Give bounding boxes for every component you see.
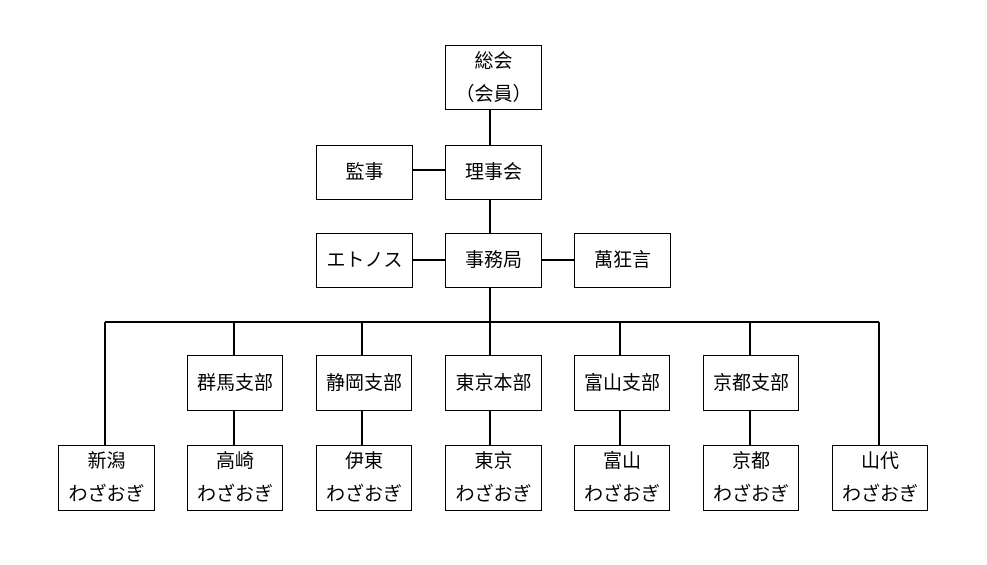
board-label: 理事会 bbox=[464, 161, 522, 183]
auditor-label: 監事 bbox=[345, 161, 384, 183]
auditor-box: 監事 bbox=[316, 145, 413, 200]
general-assembly-box: 総会 （会員） bbox=[445, 45, 542, 110]
general-assembly-sublabel: （会員） bbox=[455, 82, 532, 105]
group-kyoto-box: 京都 わざおぎ bbox=[703, 445, 799, 511]
mankyogen-box: 萬狂言 bbox=[574, 233, 671, 288]
branch-shizuoka-label: 静岡支部 bbox=[325, 371, 402, 394]
ethnos-box: エトノス bbox=[316, 233, 413, 288]
branch-gunma-box: 群馬支部 bbox=[187, 355, 283, 411]
secretariat-box: 事務局 bbox=[445, 233, 542, 288]
group-toyama-box: 富山 わざおぎ bbox=[574, 445, 670, 511]
group-ito-label: 伊東 bbox=[344, 450, 383, 472]
group-tokyo-label: 東京 bbox=[474, 450, 513, 472]
ethnos-label: エトノス bbox=[326, 249, 403, 271]
hq-tokyo-box: 東京本部 bbox=[445, 355, 542, 411]
group-niigata-label: 新潟 bbox=[87, 450, 126, 472]
group-yamashiro-box: 山代 わざおぎ bbox=[832, 445, 928, 511]
mankyogen-label: 萬狂言 bbox=[593, 249, 651, 271]
group-niigata-sublabel: わざおぎ bbox=[68, 483, 145, 505]
group-takasaki-box: 高崎 わざおぎ bbox=[187, 445, 283, 511]
group-tokyo-sublabel: わざおぎ bbox=[455, 483, 532, 505]
secretariat-label: 事務局 bbox=[464, 249, 522, 271]
group-yamashiro-label: 山代 bbox=[860, 450, 899, 472]
general-assembly-label: 総会 bbox=[474, 49, 513, 72]
group-takasaki-label: 高崎 bbox=[215, 450, 254, 472]
group-kyoto-label: 京都 bbox=[731, 450, 770, 472]
branch-toyama-label: 富山支部 bbox=[583, 371, 660, 394]
branch-kyoto-box: 京都支部 bbox=[703, 355, 799, 411]
group-ito-box: 伊東 わざおぎ bbox=[316, 445, 412, 511]
hq-tokyo-label: 東京本部 bbox=[455, 371, 532, 394]
branch-kyoto-label: 京都支部 bbox=[712, 371, 789, 394]
group-toyama-sublabel: わざおぎ bbox=[583, 483, 660, 505]
branch-gunma-label: 群馬支部 bbox=[196, 371, 273, 394]
group-tokyo-box: 東京 わざおぎ bbox=[445, 445, 542, 511]
board-box: 理事会 bbox=[445, 145, 542, 200]
group-ito-sublabel: わざおぎ bbox=[325, 483, 402, 505]
group-toyama-label: 富山 bbox=[602, 450, 641, 472]
branch-toyama-box: 富山支部 bbox=[574, 355, 670, 411]
group-yamashiro-sublabel: わざおぎ bbox=[841, 483, 918, 505]
group-niigata-box: 新潟 わざおぎ bbox=[58, 445, 155, 511]
branch-shizuoka-box: 静岡支部 bbox=[316, 355, 412, 411]
group-kyoto-sublabel: わざおぎ bbox=[712, 483, 789, 505]
group-takasaki-sublabel: わざおぎ bbox=[196, 483, 273, 505]
